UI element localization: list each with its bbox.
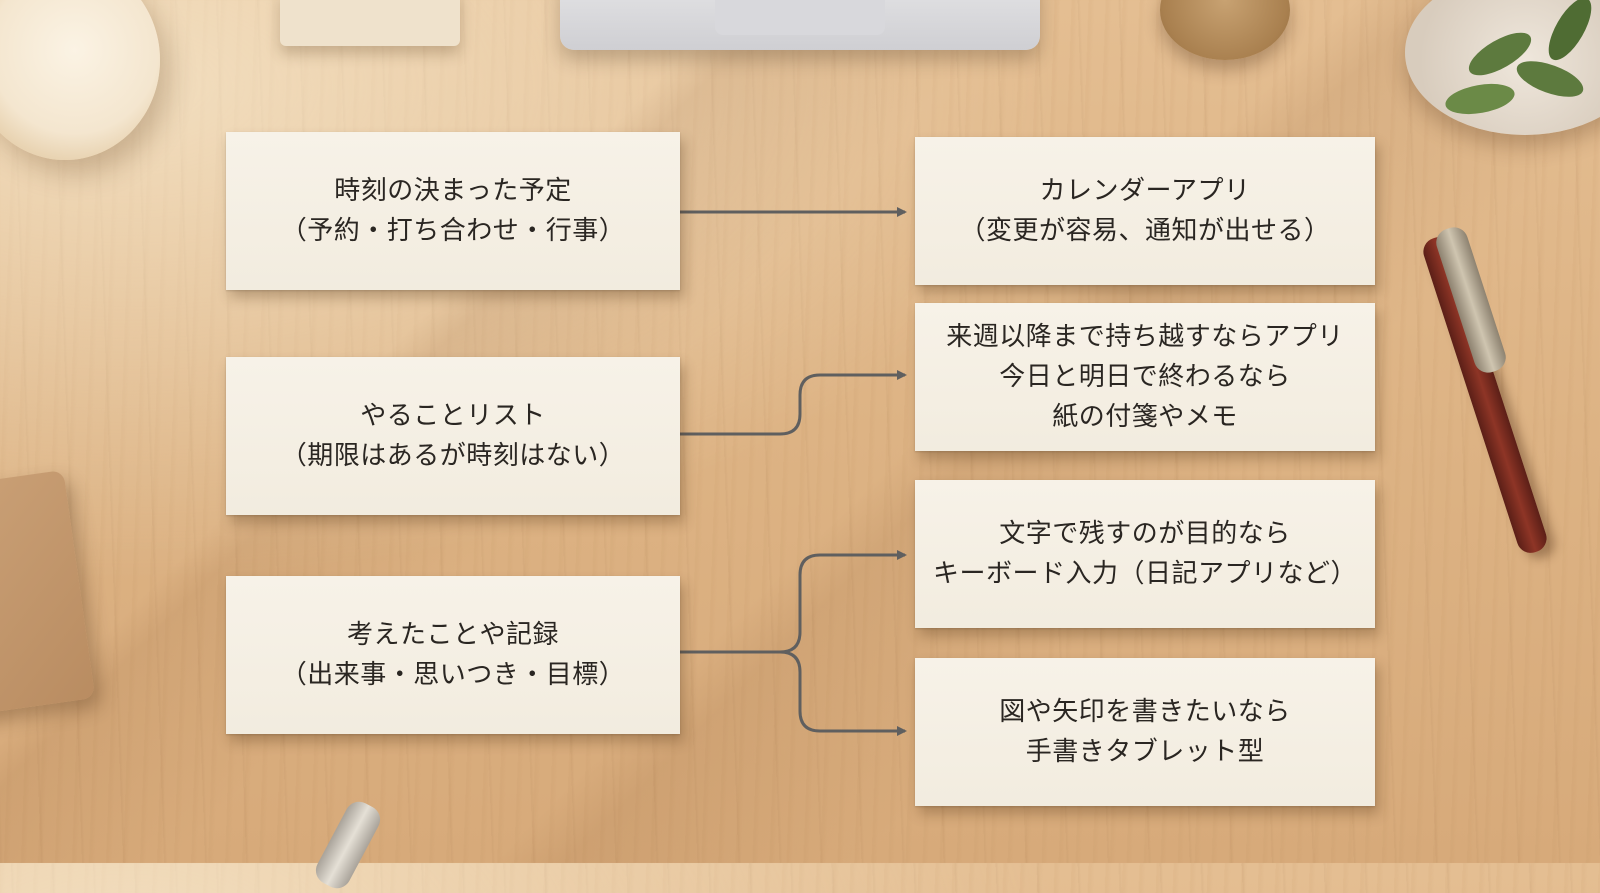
laptop-trackpad bbox=[715, 0, 885, 35]
clip-bowl bbox=[1160, 0, 1290, 60]
card-line: 来週以降まで持ち越すならアプリ bbox=[946, 322, 1344, 352]
card-line: （出来事・思いつき・目標） bbox=[280, 660, 626, 690]
plant-leaf-icon bbox=[1512, 53, 1588, 105]
target-card-keyboard: 文字で残すのが目的なら キーボード入力（日記アプリなど） bbox=[915, 480, 1375, 628]
silver-pen bbox=[310, 796, 386, 893]
card-line: 時刻の決まった予定 bbox=[334, 176, 572, 206]
card-line: やることリスト bbox=[360, 401, 546, 431]
source-card-todo: やることリスト （期限はあるが時刻はない） bbox=[226, 357, 680, 515]
coffee-cup bbox=[0, 0, 160, 160]
arrow-notes-to-handwriting bbox=[779, 650, 907, 736]
plant-leaf-icon bbox=[1540, 0, 1600, 67]
card-line: 図や矢印を書きたいなら bbox=[999, 697, 1291, 727]
arrow-notes-to-keyboard bbox=[680, 550, 907, 654]
card-line: キーボード入力（日記アプリなど） bbox=[932, 559, 1357, 589]
tablet-case bbox=[0, 469, 96, 721]
card-line: （期限はあるが時刻はない） bbox=[280, 441, 626, 471]
plant-pot bbox=[1405, 0, 1600, 135]
card-line: カレンダーアプリ bbox=[1039, 176, 1251, 206]
card-line: 考えたことや記録 bbox=[346, 620, 559, 650]
card-line: （変更が容易、通知が出せる） bbox=[959, 216, 1331, 246]
fountain-pen bbox=[1419, 233, 1551, 557]
card-line: 今日と明日で終わるなら bbox=[999, 362, 1291, 392]
source-card-notes: 考えたことや記録 （出来事・思いつき・目標） bbox=[226, 576, 680, 734]
card-line: 文字で残すのが目的なら bbox=[999, 519, 1291, 549]
target-card-calendar: カレンダーアプリ （変更が容易、通知が出せる） bbox=[915, 137, 1375, 285]
plant-leaf-icon bbox=[1443, 79, 1517, 119]
target-card-task-tool: 来週以降まで持ち越すならアプリ 今日と明日で終わるなら 紙の付箋やメモ bbox=[915, 303, 1375, 451]
notebook bbox=[280, 0, 460, 46]
card-line: 紙の付箋やメモ bbox=[1052, 402, 1238, 432]
card-line: （予約・打ち合わせ・行事） bbox=[280, 216, 626, 246]
source-card-scheduled: 時刻の決まった予定 （予約・打ち合わせ・行事） bbox=[226, 132, 680, 290]
card-line: 手書きタブレット型 bbox=[1025, 737, 1265, 767]
arrow-todo-to-task-tool bbox=[680, 370, 907, 436]
target-card-handwriting: 図や矢印を書きたいなら 手書きタブレット型 bbox=[915, 658, 1375, 806]
